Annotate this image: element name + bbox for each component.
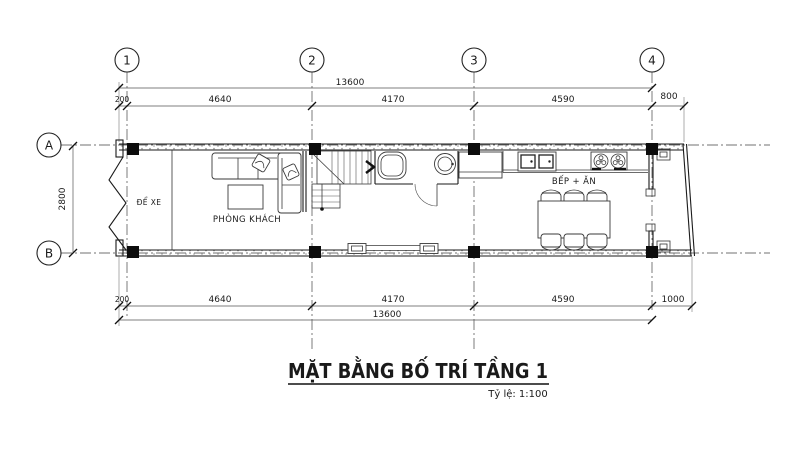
grid-label-1: 1	[123, 54, 131, 68]
stair-cut-line	[311, 152, 345, 185]
column-2a	[309, 143, 321, 155]
fridge-cabinet-symbol	[458, 151, 503, 179]
grid4-door-jamb-bottom	[645, 223, 656, 232]
dim-4640-top: 4640	[209, 95, 232, 105]
left-wall-top-stub	[115, 139, 124, 158]
sink-basin-left	[520, 154, 536, 169]
washbasin-tap-icon	[451, 162, 454, 166]
wall-b	[119, 250, 692, 256]
sofa-cushion	[282, 163, 300, 181]
sink-basin-right	[538, 154, 554, 169]
column-1b	[127, 246, 139, 258]
washbasin-symbol	[434, 153, 456, 175]
dim-800-top: 800	[660, 92, 677, 102]
grid-bubble-a-circle	[36, 132, 62, 158]
sink-drain-left-icon	[530, 160, 533, 163]
dim-4640-bottom: 4640	[209, 295, 232, 305]
rear-window	[347, 243, 439, 254]
dim-2800-left: 2800	[58, 187, 68, 210]
column-3a	[468, 143, 480, 155]
grid-label-a: A	[45, 139, 54, 153]
bathtub-symbol	[377, 151, 407, 180]
grid-bubble-1-circle	[114, 47, 140, 73]
rear-jamb-b-inner	[659, 243, 668, 250]
structural-columns	[127, 143, 658, 258]
column-4b	[646, 246, 658, 258]
dim-4590-top: 4590	[552, 95, 575, 105]
stair-rail-post	[320, 207, 324, 211]
coffee-table-symbol	[227, 184, 264, 210]
stove-symbol	[590, 151, 628, 171]
grid-bubbles: 1 2 3 4 A B	[36, 47, 665, 266]
bathroom	[377, 151, 456, 207]
kitchen-fixtures	[458, 151, 648, 179]
rear-jamb-a-inner	[659, 151, 668, 158]
dimension-lines: 13600 200 4640 4170 4590 800 200 4640 41…	[58, 78, 697, 326]
dining-chair	[540, 233, 562, 251]
window-end-block-left	[347, 243, 367, 254]
right-wall-outer	[682, 143, 692, 257]
sink-drain-right-icon	[548, 160, 551, 163]
drawing-title: MẶT BẰNG BỐ TRÍ TẦNG 1	[288, 357, 548, 383]
dim-4170-top: 4170	[382, 95, 405, 105]
wall-a	[119, 144, 684, 150]
grid-bubble-4-circle	[639, 47, 665, 73]
column-3b	[468, 246, 480, 258]
left-wall-bottom-stub	[115, 239, 124, 257]
dim-200-top: 200	[115, 95, 130, 104]
dim-4170-bottom: 4170	[382, 295, 405, 305]
staircase-symbol	[311, 150, 376, 211]
title-block: MẶT BẰNG BỐ TRÍ TẦNG 1 Tỷ lệ: 1:100	[288, 357, 549, 400]
grid4-door-jamb-top	[645, 188, 656, 197]
grid-label-2: 2	[308, 54, 316, 68]
column-4a	[646, 143, 658, 155]
grid-bubble-b-circle	[36, 240, 62, 266]
dimension-ticks	[68, 83, 697, 325]
grid-lines	[61, 72, 770, 352]
bathtub-inner	[380, 154, 404, 177]
folding-gate-symbol	[108, 156, 127, 251]
dim-overall-top: 13600	[336, 78, 365, 88]
room-label-kitchen: BẾP + ĂN	[552, 175, 596, 187]
living-room-furniture	[211, 152, 302, 214]
dining-set	[537, 189, 611, 251]
dim-overall-bottom: 13600	[373, 310, 402, 320]
dim-4590-bottom: 4590	[552, 295, 575, 305]
grid-bubble-3-circle	[461, 47, 487, 73]
sofa-cushion	[251, 153, 271, 173]
dining-chair	[586, 233, 608, 251]
dim-200-bottom: 200	[115, 295, 130, 304]
grid-bubble-2-circle	[299, 47, 325, 73]
right-wall-inner	[685, 143, 696, 257]
grid-label-b: B	[45, 247, 53, 261]
bath-door-swing-arc	[414, 183, 438, 207]
window-end-block-right	[419, 243, 439, 254]
grid4-wall-upper	[648, 149, 654, 190]
dining-chair	[563, 233, 585, 251]
stair-direction-arrow-icon	[365, 160, 376, 174]
grid-label-4: 4	[648, 54, 656, 68]
grid-label-3: 3	[470, 54, 478, 68]
room-label-garage: ĐỂ XE	[137, 197, 162, 207]
rear-jamb-a	[656, 148, 671, 161]
column-1a	[127, 143, 139, 155]
drawing-scale-note: Tỷ lệ: 1:100	[487, 388, 548, 400]
room-label-living: PHÒNG KHÁCH	[213, 213, 281, 225]
sofa-chaise	[277, 152, 302, 214]
column-2b	[309, 246, 321, 258]
dim-1000-bottom: 1000	[662, 295, 685, 305]
dining-table-symbol	[537, 200, 611, 239]
